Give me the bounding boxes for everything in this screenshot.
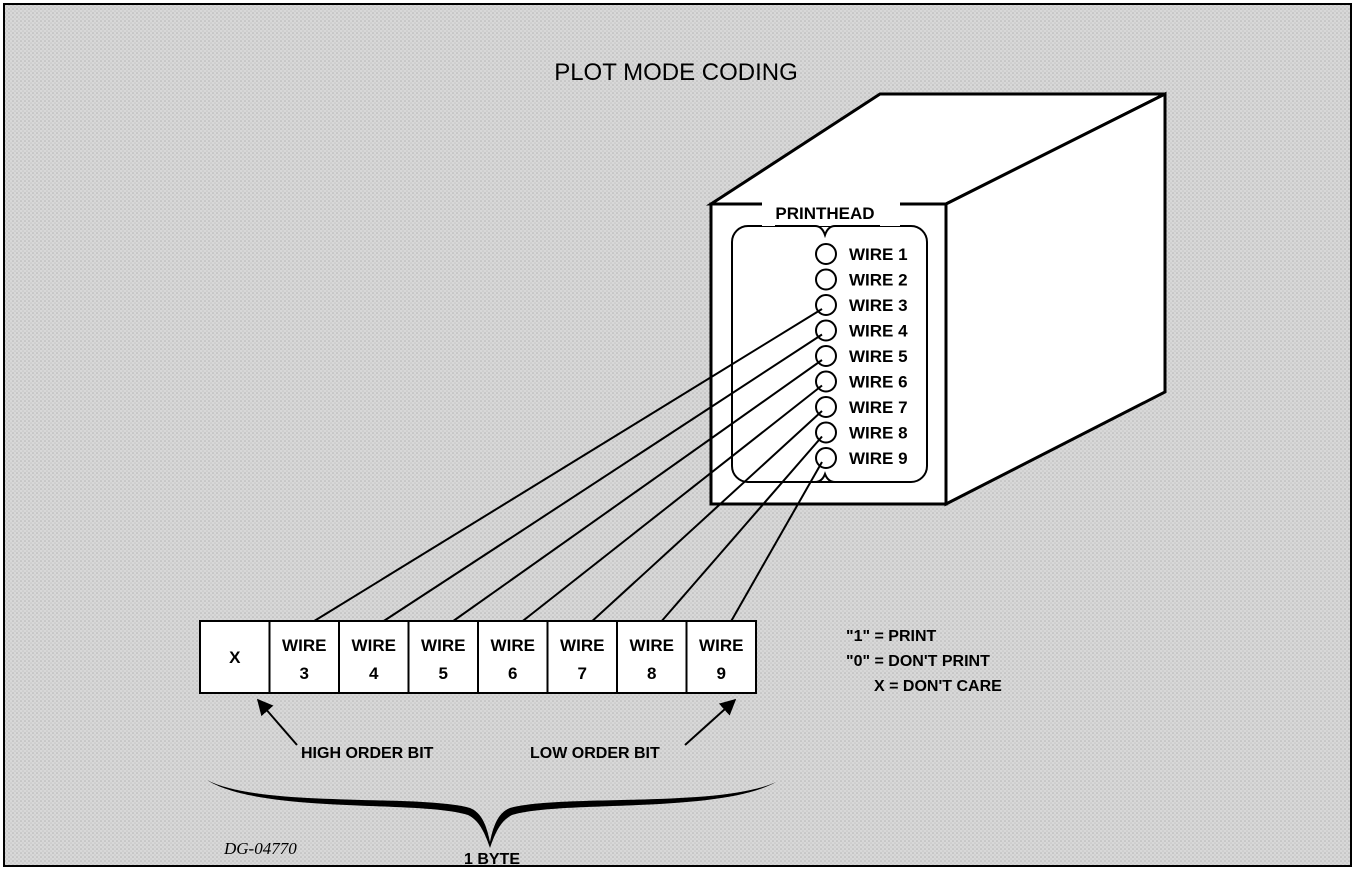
wire-5-label: WIRE 5: [849, 347, 908, 366]
connector-wire-8: [660, 435, 823, 622]
connector-wire-4: [383, 333, 823, 622]
byte-cell-6-top: WIRE: [630, 636, 674, 655]
byte-cell-4-bottom: 6: [508, 664, 517, 683]
byte-cell-6-bottom: 8: [647, 664, 656, 683]
wire-9-pin: [815, 447, 837, 469]
figure-code: DG-04770: [223, 839, 297, 858]
legend-print: "1" = PRINT: [846, 628, 937, 645]
legend-dont-care: X = DON'T CARE: [874, 678, 1002, 695]
connector-wire-5: [452, 359, 823, 622]
printhead-top-brace: [775, 225, 880, 239]
high-order-label: HIGH ORDER BIT: [301, 745, 434, 762]
byte-cell-2: [338, 620, 410, 694]
byte-row: X WIRE 3 WIRE 4 WIRE 5 WIRE 6 WIRE 7 WIRE 8 WIRE 9: [199, 620, 757, 694]
byte-cell-6: [616, 620, 688, 694]
wire-stack: WIRE 1 WIRE 2 WIRE 3 WIRE 4 WIRE 5 WIRE 6 WIRE…: [815, 243, 908, 469]
wire-4-label: WIRE 4: [849, 322, 908, 341]
low-order-arrow: [684, 698, 737, 746]
connector-wire-7: [591, 410, 823, 622]
byte-cell-3: [407, 620, 479, 694]
printhead-label: PRINTHEAD: [775, 204, 874, 223]
connector-lines: [313, 308, 823, 622]
byte-cell-4: [477, 620, 549, 694]
byte-cell-7: [685, 620, 757, 694]
byte-cell-3-bottom: 5: [439, 664, 448, 683]
connector-wire-9: [730, 461, 823, 622]
byte-cell-4-top: WIRE: [491, 636, 535, 655]
byte-cell-5: [546, 620, 618, 694]
byte-cell-1-bottom: 3: [300, 664, 309, 683]
high-order-arrow: [256, 698, 298, 746]
byte-cell-2-top: WIRE: [352, 636, 396, 655]
wire-7-label: WIRE 7: [849, 398, 908, 417]
byte-cell-1: [268, 620, 340, 694]
diagram-title: PLOT MODE CODING: [554, 59, 798, 86]
wire-8-label: WIRE 8: [849, 424, 908, 443]
byte-cell-5-top: WIRE: [560, 636, 604, 655]
legend-dont-print: "0" = DON'T PRINT: [846, 653, 990, 670]
byte-cell-2-bottom: 4: [369, 664, 379, 683]
wire-2-pin: [815, 268, 837, 291]
byte-cell-7-top: WIRE: [699, 636, 743, 655]
connector-wire-6: [522, 384, 823, 622]
wire-6-label: WIRE 6: [849, 373, 908, 392]
byte-cell-0-label: X: [229, 648, 241, 667]
byte-cell-0: [199, 620, 271, 694]
byte-label: 1 BYTE: [464, 851, 520, 868]
wire-1-pin: [815, 243, 837, 265]
wire-2-label: WIRE 2: [849, 271, 908, 290]
byte-cell-7-bottom: 9: [717, 664, 726, 683]
printhead-bottom-brace: [775, 471, 880, 483]
low-order-label: LOW ORDER BIT: [530, 745, 660, 762]
wire-3-label: WIRE 3: [849, 296, 908, 315]
wire-1-label: WIRE 1: [849, 245, 908, 264]
connector-wire-3: [313, 308, 823, 622]
byte-cell-1-top: WIRE: [282, 636, 326, 655]
byte-cell-5-bottom: 7: [578, 664, 587, 683]
wire-9-label: WIRE 9: [849, 449, 908, 468]
byte-cell-3-top: WIRE: [421, 636, 465, 655]
